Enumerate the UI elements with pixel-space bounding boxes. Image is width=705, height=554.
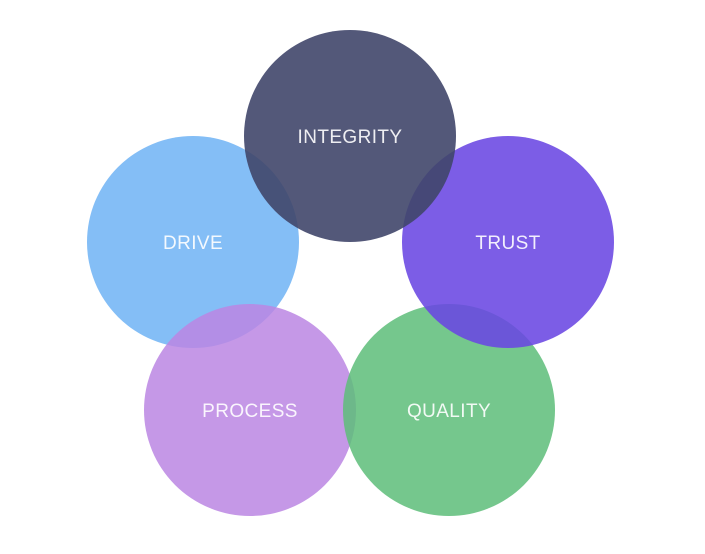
quality-label: QUALITY: [407, 401, 491, 422]
drive-circle: [87, 136, 299, 348]
drive-label: DRIVE: [163, 233, 223, 254]
process-circle: [144, 304, 356, 516]
integrity-circle: [244, 30, 456, 242]
trust-circle: [402, 136, 614, 348]
trust-label: TRUST: [475, 233, 540, 254]
process-label: PROCESS: [202, 401, 298, 422]
integrity-label: INTEGRITY: [298, 127, 403, 148]
quality-circle: [343, 304, 555, 516]
